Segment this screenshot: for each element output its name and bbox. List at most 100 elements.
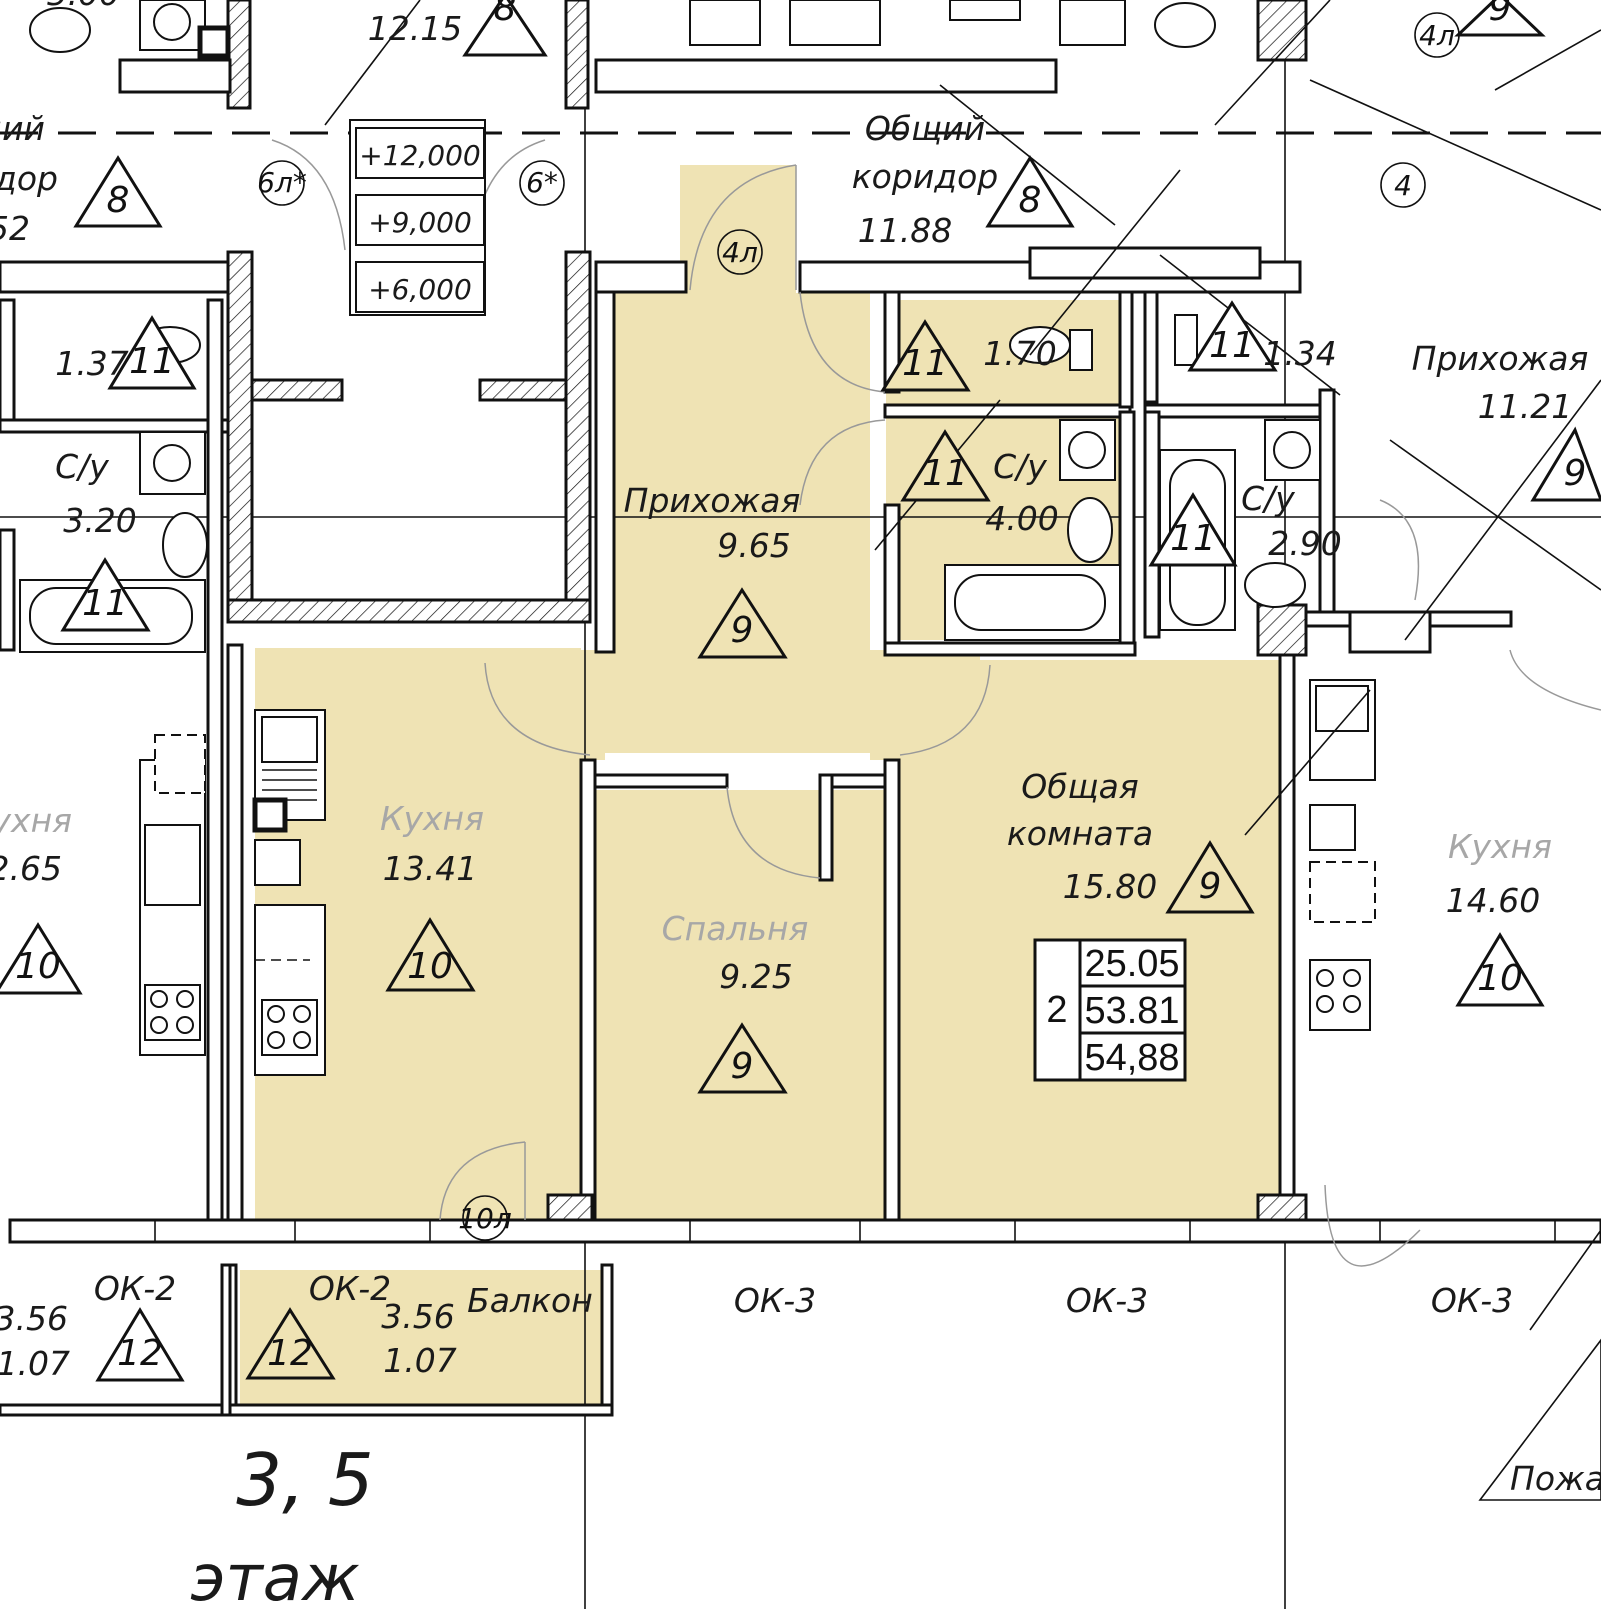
table-living-area: 25.05: [1084, 943, 1179, 985]
svg-text:8: 8: [494, 0, 517, 29]
svg-text:10: 10: [407, 946, 453, 987]
balcony-window: ОК-2: [309, 1269, 391, 1308]
corridor-right-name2: коридор: [852, 157, 998, 196]
svg-text:4л: 4л: [1419, 19, 1455, 52]
svg-text:11: 11: [129, 341, 175, 382]
svg-text:11: 11: [922, 453, 968, 494]
window-label-2: ОК-3: [1066, 1281, 1148, 1320]
left-wc-area: 1.37: [55, 344, 128, 383]
room-markers: 9 10 9 9 11 11 12 8 8 8 11 11 10 12 11 1…: [0, 0, 1601, 1382]
marker-living: 9: [1165, 840, 1255, 914]
left-balcony-window: ОК-2: [94, 1269, 176, 1308]
left-bath-name: С/у: [55, 447, 109, 486]
elevation-2: +9,000: [368, 206, 472, 239]
left-balcony-area2: 1.07: [0, 1344, 70, 1383]
svg-text:4: 4: [1394, 169, 1412, 202]
svg-text:10: 10: [1477, 958, 1523, 999]
balcony-area: 3.56: [381, 1297, 454, 1336]
elevation-3: +6,000: [368, 273, 472, 306]
wc-area: 1.70: [983, 334, 1056, 373]
window-label-1: ОК-3: [734, 1281, 816, 1320]
doors: [271, 139, 1601, 1267]
corridor-left-name2: коридор: [0, 159, 58, 198]
marker-left-balcony: 12: [95, 1307, 185, 1382]
elevation-marks: +12,000 +9,000 +6,000: [355, 127, 485, 313]
living-name: Общая: [1021, 767, 1138, 806]
svg-text:6*: 6*: [526, 166, 558, 199]
marker-corridor-left: 8: [73, 155, 163, 228]
balcony-area2: 1.07: [383, 1341, 456, 1380]
svg-text:11: 11: [902, 343, 948, 384]
marker-kitchen: 10: [385, 917, 476, 992]
svg-text:10: 10: [15, 946, 61, 987]
svg-text:6л*: 6л*: [257, 166, 307, 199]
right-hall-name: Прихожая: [1412, 339, 1589, 378]
kitchen-name: Кухня: [380, 799, 484, 838]
svg-text:9: 9: [731, 1046, 754, 1087]
living-area: 15.80: [1063, 867, 1157, 906]
marker-corridor-left-top: 8: [462, 0, 548, 57]
right-bath-name: С/у: [1241, 479, 1295, 518]
room-labels: Прихожая 9.65 Кухня 13.41 Спальня 9.25 О…: [0, 0, 1601, 1498]
svg-text:11: 11: [1170, 518, 1216, 559]
marker-hallway: 9: [697, 587, 788, 659]
right-bath-area: 2.90: [1268, 524, 1341, 563]
svg-text:4л: 4л: [722, 236, 758, 269]
corridor-right-area: 11.88: [858, 211, 952, 250]
right-kitchen-name: Кухня: [1448, 827, 1552, 866]
living-name2: комната: [1007, 814, 1153, 853]
marker-right-kitchen: 10: [1455, 932, 1545, 1007]
marker-right-wc: 11: [1187, 300, 1278, 372]
top-left-partial: 5.00: [47, 0, 120, 13]
marker-balcony: 12: [245, 1307, 336, 1380]
right-kitchen-area: 14.60: [1446, 881, 1540, 920]
floor-word: этаж: [190, 1542, 360, 1609]
right-wc-area: 1.34: [1263, 334, 1336, 373]
right-edge-label: Пожа: [1510, 1459, 1601, 1498]
table-total-area: 53.81: [1084, 990, 1179, 1032]
svg-text:9: 9: [1199, 866, 1222, 907]
hallway-area: 9.65: [717, 526, 790, 565]
marker-bedroom: 9: [697, 1022, 788, 1094]
svg-text:11: 11: [1209, 325, 1255, 366]
corridor-left-top-area: 12.15: [368, 9, 462, 48]
svg-text:12: 12: [117, 1333, 163, 1374]
elevation-1: +12,000: [359, 139, 480, 172]
left-balcony-area: 3.56: [0, 1299, 68, 1338]
bedroom-area: 9.25: [719, 957, 792, 996]
floor-numbers: 3, 5: [236, 1438, 373, 1522]
marker-left-wc: 11: [107, 315, 197, 390]
right-hall-area: 11.21: [1478, 387, 1572, 426]
leader-lines: [324, 0, 1601, 1501]
corridor-left-area: 52: [0, 209, 30, 248]
walls: [0, 0, 1601, 1417]
bath-name: С/у: [993, 447, 1047, 486]
table-total-with-balcony: 54,88: [1084, 1037, 1179, 1079]
marker-left-kitchen: 10: [0, 922, 83, 995]
left-kitchen-area: 12.65: [0, 849, 62, 888]
corridor-left-name: Общий: [0, 109, 45, 148]
marker-right-bath: 11: [1148, 492, 1238, 567]
left-kitchen-name: Кухня: [0, 801, 72, 840]
kitchen-area: 13.41: [383, 849, 477, 888]
door-tags: 6л* 6* 4л 4 4л 10л: [257, 12, 1460, 1241]
svg-text:9: 9: [731, 610, 754, 651]
svg-text:10л: 10л: [458, 1202, 512, 1235]
apartment-table: 2 25.05 53.81 54,88: [1033, 938, 1187, 1082]
marker-wc: 11: [880, 319, 971, 392]
floor-label: 3, 5 этаж: [190, 1438, 373, 1609]
hallway-name: Прихожая: [624, 481, 801, 520]
svg-text:8: 8: [1019, 180, 1042, 221]
bedroom-name: Спальня: [662, 909, 809, 948]
corridor-right-name: Общий: [865, 109, 985, 148]
marker-top-right: 9: [1454, 0, 1546, 37]
window-label-3: ОК-3: [1431, 1281, 1513, 1320]
table-rooms: 2: [1046, 989, 1067, 1031]
marker-right-hall: 9: [1530, 426, 1601, 502]
svg-text:9: 9: [1564, 453, 1587, 494]
left-bath-area: 3.20: [63, 501, 136, 540]
svg-text:11: 11: [82, 583, 128, 624]
svg-text:9: 9: [1489, 0, 1512, 29]
bath-area: 4.00: [985, 499, 1058, 538]
